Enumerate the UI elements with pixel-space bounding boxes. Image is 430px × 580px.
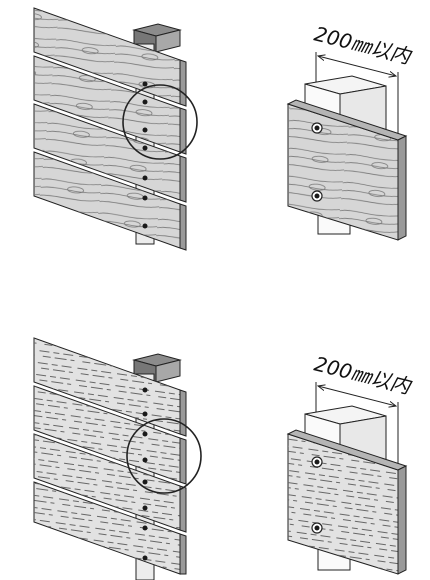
callout-circle (126, 418, 202, 494)
detail-view-brushed: 200㎜以内 (286, 352, 415, 575)
screw-icon (142, 387, 148, 561)
dimension-label: 200㎜以内 (312, 352, 415, 400)
fence-board (33, 481, 187, 575)
fence-view-wood (33, 7, 198, 251)
dimension-arrow (318, 56, 396, 76)
fence-board (33, 337, 187, 437)
screw-icon (311, 122, 323, 202)
screw-icon (142, 81, 148, 229)
detail-view-wood: 200㎜以内 (286, 22, 415, 241)
fence-view-brushed (33, 337, 202, 580)
dimension-label: 200㎜以内 (312, 22, 415, 70)
screw-icon (311, 456, 323, 534)
callout-circle (122, 84, 198, 160)
dimension-arrow (318, 386, 396, 406)
